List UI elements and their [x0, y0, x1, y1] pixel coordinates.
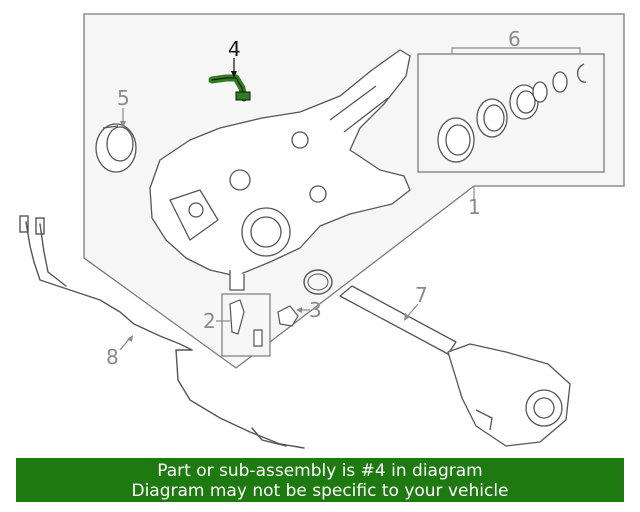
- callout-2: 2: [203, 309, 216, 333]
- seal-kit-parts: [437, 63, 587, 163]
- banner-line-part: Part or sub-assembly is #4 in diagram: [157, 461, 483, 481]
- banner-line-disclaimer: Diagram may not be specific to your vehi…: [131, 481, 509, 501]
- o-ring: [303, 269, 333, 295]
- breather-tube-icon: [208, 74, 251, 102]
- callout-1: 1: [468, 195, 481, 219]
- callout-3: 3: [309, 298, 322, 322]
- callout-5: 5: [117, 86, 130, 110]
- callout-7: 7: [415, 283, 428, 307]
- callout-4: 4: [228, 37, 241, 61]
- callout-6-bracket: [451, 47, 581, 54]
- info-banner: Part or sub-assembly is #4 in diagram Di…: [16, 458, 624, 502]
- callout-6: 6: [508, 27, 521, 51]
- bracket-kit-box: [221, 293, 271, 357]
- plug-3: [277, 305, 299, 327]
- axle-shaft-icon: [339, 285, 571, 447]
- wiring-harness-icon: [19, 215, 305, 449]
- callout-8: 8: [106, 345, 119, 369]
- differential-housing-icon: [149, 49, 411, 291]
- seal-5: [95, 123, 137, 173]
- bracket-2: [229, 299, 263, 347]
- parts-diagram: 1 2 3 4 5 6 7 8: [19, 13, 625, 449]
